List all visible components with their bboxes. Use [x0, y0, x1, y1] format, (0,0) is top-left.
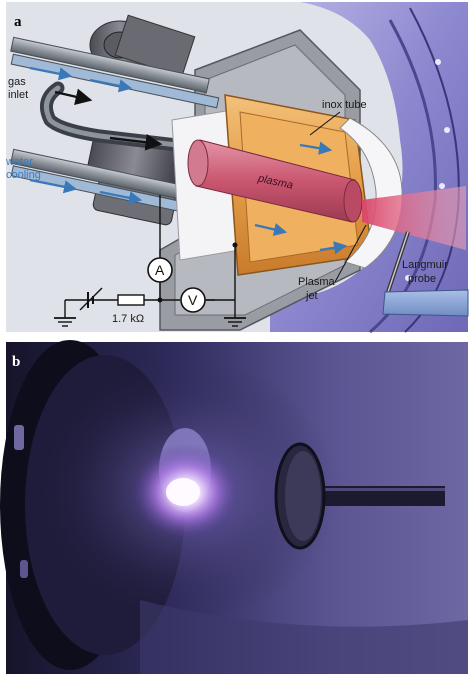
panel-a-letter: a [14, 14, 22, 30]
panel-b-letter: b [12, 354, 20, 370]
water-arrow [319, 241, 348, 255]
inox-tube-label: inox tube [322, 99, 367, 111]
inox-tube-pointer [309, 111, 341, 136]
water-arrow [29, 66, 73, 81]
gas-arrow [109, 133, 163, 151]
plasma-jet-label-1: Plasma [298, 276, 336, 288]
gas-inlet-tube-highlight [43, 85, 223, 153]
langmuir-label-2: probe [408, 273, 436, 285]
plasma-end-right [343, 179, 363, 223]
probe-tip-core [387, 231, 409, 293]
gas-flow-arrows [54, 88, 163, 151]
langmuir-probe [382, 231, 469, 317]
probe-holder [382, 289, 469, 317]
front-cap [339, 117, 403, 269]
plasma-column [187, 139, 363, 223]
water-arrow [29, 178, 78, 194]
floor-shadow [140, 600, 468, 674]
plasma-jet [362, 186, 466, 250]
plasma-end-left [187, 139, 209, 187]
left-wall-highlight [20, 560, 28, 578]
water-cooling-label-1: water [5, 156, 33, 168]
gas-inlet-label-2: inlet [8, 89, 28, 101]
variable-arrow [79, 287, 103, 311]
ammeter-label: A [155, 262, 165, 278]
resistor [117, 294, 145, 306]
chamber-bolt-3 [439, 183, 445, 189]
left-wall-highlight [14, 425, 24, 450]
water-flow-arrows [29, 66, 348, 255]
plasma-jet-pointer [334, 224, 367, 283]
plasma-jet-label-2: jet [305, 290, 318, 302]
plasma-core [166, 478, 200, 506]
water-arrow [99, 190, 143, 205]
resistor-label: 1.7 kΩ [112, 313, 144, 325]
panel-a: a gas inlet water cooling inox tube plas… [5, 2, 469, 334]
junction-dot [157, 297, 163, 303]
chamber-bolt-2 [444, 127, 450, 133]
voltmeter-label: V [188, 292, 198, 308]
upper-tube-1 [10, 36, 210, 94]
water-cooling-label-2: cooling [6, 169, 41, 181]
ammeter [147, 257, 173, 283]
langmuir-label-1: Langmuir [402, 259, 448, 271]
water-arrow [89, 78, 133, 93]
chamber-bolt-1 [435, 59, 441, 65]
junction-dot [232, 242, 238, 248]
chamber-bolt-4 [405, 275, 411, 281]
gas-inlet-label-1: gas [8, 76, 26, 88]
panel-b: b [0, 340, 468, 674]
water-arrow [254, 223, 288, 236]
probe-rod-highlight [310, 488, 445, 491]
gas-arrow [54, 88, 93, 105]
probe-disk-face [285, 451, 321, 541]
water-arrow [299, 141, 333, 155]
